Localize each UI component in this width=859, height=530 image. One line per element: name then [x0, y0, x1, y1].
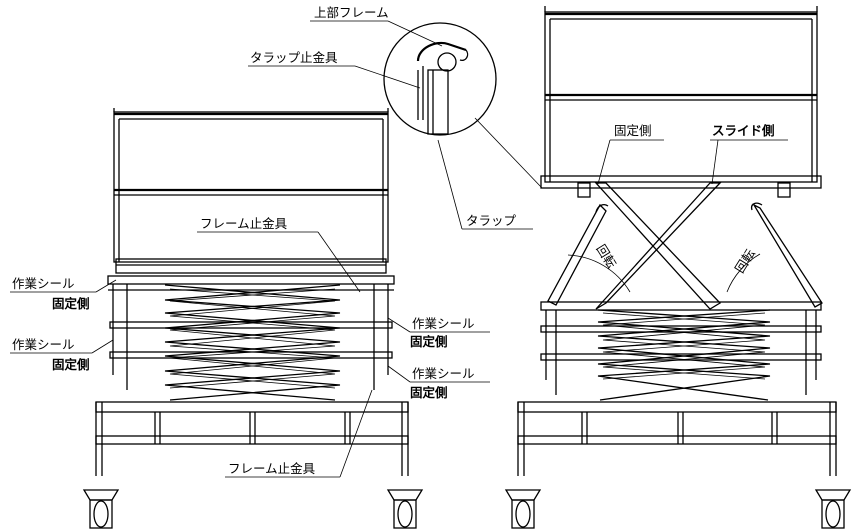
right-platform-deck	[540, 301, 822, 311]
right-base-chassis	[517, 401, 837, 476]
labels: 上部フレーム タラップ止金具 タラップ フレーム止金具 作業シール 固定側 作業…	[12, 5, 775, 476]
label-slide-side: スライド側	[712, 123, 775, 138]
label-work-seal-3: 作業シール	[12, 337, 75, 352]
label-upper-frame: 上部フレーム	[314, 5, 389, 20]
label-strap: タラップ	[466, 213, 517, 228]
label-strap-clip: タラップ止金具	[250, 50, 338, 65]
label-fixed-side-3: 固定側	[52, 357, 90, 372]
right-scissor-arms	[594, 182, 722, 310]
label-fixed-side-2: 固定側	[410, 334, 448, 349]
label-work-seal-4: 作業シール	[412, 366, 475, 381]
right-lower-scissor-arms	[597, 309, 771, 401]
label-work-seal-1: 作業シール	[12, 276, 75, 291]
right-rotating-straps	[547, 202, 823, 308]
label-frame-clip-bottom: フレーム止金具	[228, 461, 316, 476]
left-intermediate-frames	[109, 284, 393, 390]
right-lift-view	[504, 6, 852, 529]
right-guardrail-frame	[540, 6, 822, 198]
left-lift-view	[82, 108, 424, 529]
label-work-seal-2: 作業シール	[412, 316, 475, 331]
left-base-chassis	[95, 401, 409, 476]
label-fixed-side-top: 固定側	[614, 123, 652, 138]
left-caster-right	[386, 489, 424, 529]
right-caster-right	[814, 489, 852, 529]
rotation-arc-right	[726, 253, 761, 293]
left-scissor-arms	[164, 284, 341, 401]
label-rotate-left: 回転	[593, 242, 619, 272]
label-fixed-side-1: 固定側	[52, 296, 90, 311]
label-rotate-right: 回転	[732, 246, 758, 276]
detail-callout	[383, 22, 543, 189]
left-guardrail-frame	[113, 108, 389, 274]
label-frame-clip-top: フレーム止金具	[200, 216, 288, 231]
right-caster-left	[504, 489, 542, 529]
leader-lines	[10, 20, 788, 478]
rotation-arc-left	[567, 254, 631, 293]
left-platform-deck	[107, 275, 395, 285]
label-fixed-side-4: 固定側	[410, 385, 448, 400]
left-caster-left	[82, 489, 120, 529]
right-intermediate-frames	[540, 310, 822, 395]
